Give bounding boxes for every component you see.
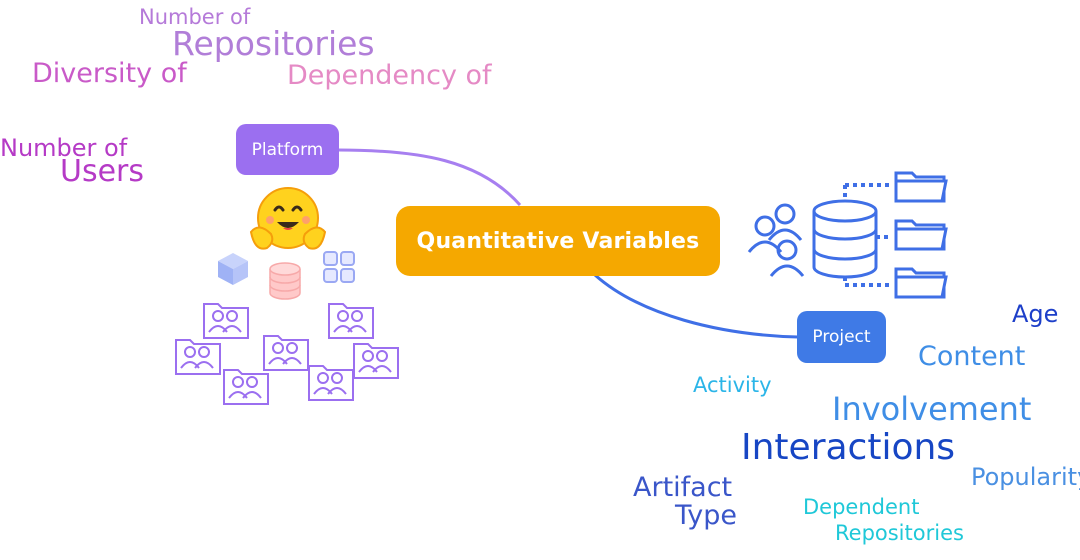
word-repositories: Repositories <box>172 24 375 63</box>
word-involvement: Involvement <box>832 390 1032 428</box>
word-diversity-of: Diversity of <box>32 58 187 89</box>
word-dependency-of: Dependency of <box>287 60 492 91</box>
word-interactions: Interactions <box>741 427 956 468</box>
word-age: Age <box>1012 300 1059 328</box>
users-folder-cluster-icon <box>175 303 399 405</box>
project-node: Project <box>797 311 886 363</box>
word-number-of-repos: Number of <box>139 5 251 29</box>
project-connector <box>594 273 799 339</box>
grid-icon <box>323 251 355 283</box>
users-icon <box>747 203 805 277</box>
word-popularity: Popularity <box>971 463 1080 491</box>
word-activity: Activity <box>693 373 772 397</box>
word-type: Type <box>675 500 738 531</box>
word-dependent-repositories: Repositories <box>835 521 964 545</box>
word-content: Content <box>918 341 1026 372</box>
cube-icon <box>218 253 248 285</box>
hugging-face-emoji-icon <box>249 187 327 250</box>
platform-connector <box>337 148 522 206</box>
database-icon <box>269 262 301 300</box>
platform-node: Platform <box>236 124 339 175</box>
word-users: Users <box>60 154 145 189</box>
word-number-of-users: Number of <box>0 134 128 162</box>
word-dependent: Dependent <box>803 495 920 519</box>
database-folders-icon <box>812 171 948 299</box>
word-artifact: Artifact <box>633 472 733 503</box>
center-node-quantitative-variables: Quantitative Variables <box>396 206 720 276</box>
